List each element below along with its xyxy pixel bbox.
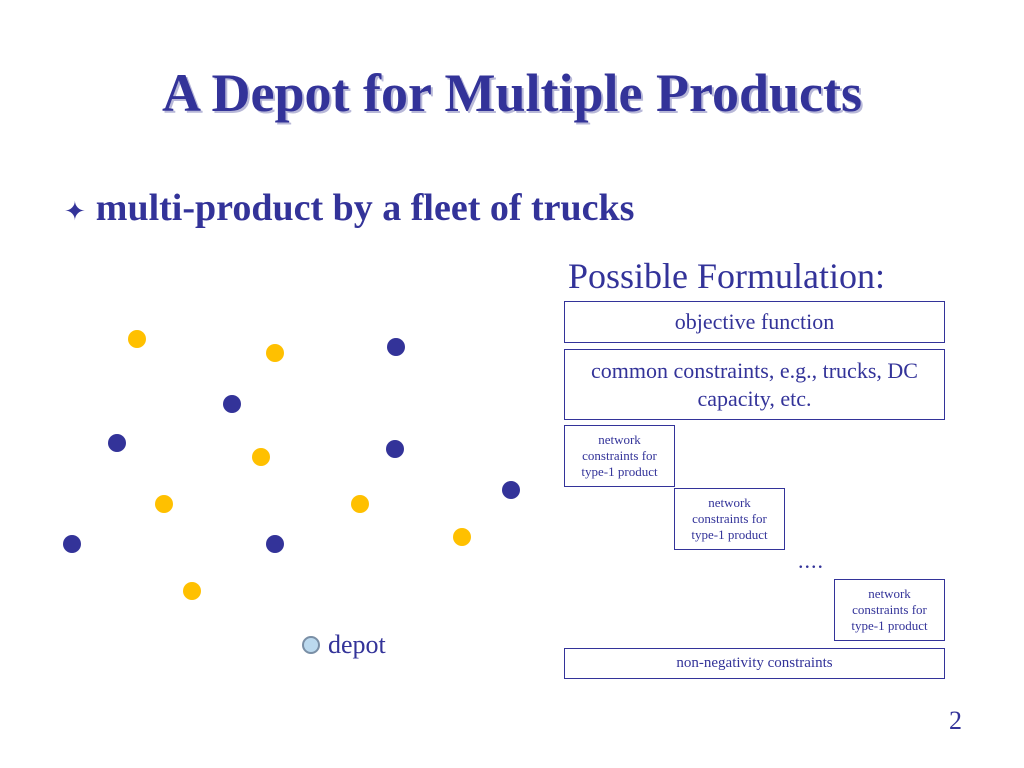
yellow-point-2 bbox=[266, 344, 284, 362]
four-point-star-icon: ✦ bbox=[64, 197, 86, 227]
ellipsis: .... bbox=[798, 548, 824, 573]
yellow-point-5 bbox=[351, 495, 369, 513]
bullet-text: multi-product by a fleet of trucks bbox=[95, 187, 635, 229]
page-number: 2 bbox=[949, 706, 962, 735]
yellow-point-4 bbox=[155, 495, 173, 513]
blue-point-3 bbox=[108, 434, 126, 452]
objective-function-box: objective function bbox=[564, 301, 945, 343]
network-constraints-box-1: network constraints for type-1 product bbox=[564, 425, 675, 487]
blue-point-7 bbox=[266, 535, 284, 553]
yellow-point-3 bbox=[252, 448, 270, 466]
formulation-heading: Possible Formulation: bbox=[568, 256, 886, 296]
blue-point-4 bbox=[386, 440, 404, 458]
non-negativity-constraints-box: non-negativity constraints bbox=[564, 648, 945, 679]
yellow-point-7 bbox=[183, 582, 201, 600]
depot-marker-icon bbox=[302, 636, 320, 654]
common-constraints-box: common constraints, e.g., trucks, DC cap… bbox=[564, 349, 945, 420]
slide-title: A Depot for Multiple Products bbox=[162, 63, 862, 123]
network-constraints-box-3: network constraints for type-1 product bbox=[834, 579, 945, 641]
blue-point-5 bbox=[502, 481, 520, 499]
network-constraints-box-2: network constraints for type-1 product bbox=[674, 488, 785, 550]
depot-legend: depot bbox=[302, 630, 386, 660]
yellow-point-1 bbox=[128, 330, 146, 348]
yellow-point-6 bbox=[453, 528, 471, 546]
depot-label: depot bbox=[328, 630, 386, 659]
bullet-item: ✦ multi-product by a fleet of trucks bbox=[64, 186, 634, 230]
blue-point-1 bbox=[387, 338, 405, 356]
blue-point-6 bbox=[63, 535, 81, 553]
blue-point-2 bbox=[223, 395, 241, 413]
